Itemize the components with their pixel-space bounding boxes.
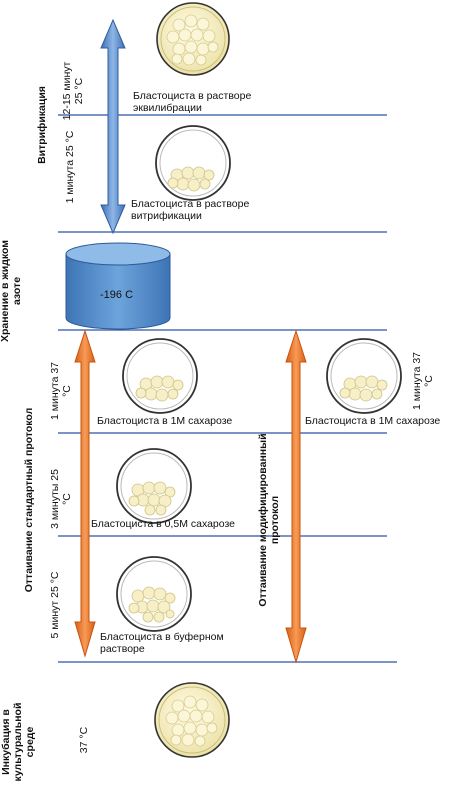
blastocyst-full bbox=[154, 682, 230, 758]
stage-label-thaw-standard: Оттаивание стандартный протокол bbox=[23, 407, 35, 593]
time-label: 3 минуты 25 °C bbox=[49, 469, 73, 529]
blastocyst-caption: Бластоциста в 1М сахарозе bbox=[97, 415, 233, 427]
blastocyst-shrunk bbox=[116, 556, 192, 632]
standard-thaw-arrow bbox=[74, 329, 96, 658]
blastocyst-shrunk bbox=[155, 125, 231, 201]
blastocyst-caption: Бластоциста в буферном растворе bbox=[100, 631, 224, 655]
time-label: 1 минута 37 °C bbox=[411, 351, 435, 411]
time-label: 5 минут 25 °C bbox=[49, 571, 61, 639]
blastocyst-caption: Бластоциста в 1М сахарозе bbox=[305, 415, 441, 427]
blastocyst-shrunk bbox=[116, 448, 192, 524]
stage-label-incubation: Инкубация в культуральной среде bbox=[0, 702, 36, 782]
blastocyst-caption: Бластоциста в 0,5М сахарозе bbox=[91, 518, 236, 530]
nitrogen-tank bbox=[65, 242, 171, 330]
stage-label-vitrification: Витрификация bbox=[36, 86, 48, 164]
vitrification-arrow bbox=[100, 18, 126, 235]
stage-label-storage: Хранение в жидком азоте bbox=[0, 239, 23, 343]
blastocyst-shrunk bbox=[122, 338, 198, 414]
blastocyst-caption: Бластоциста в растворе эквилибрации bbox=[133, 90, 252, 114]
blastocyst-shrunk bbox=[326, 338, 402, 414]
time-label: 1 минута 37 °C bbox=[49, 361, 73, 421]
time-label: 12-15 минут 25 °C bbox=[61, 61, 85, 121]
blastocyst-full bbox=[156, 2, 230, 76]
tank-temperature-label: -196 С bbox=[100, 289, 134, 301]
blastocyst-caption: Бластоциста в растворе витрификации bbox=[131, 198, 250, 222]
time-label: 37 °C bbox=[78, 726, 90, 754]
time-label: 1 минута 25 °C bbox=[64, 130, 76, 204]
modified-thaw-arrow bbox=[285, 329, 307, 664]
